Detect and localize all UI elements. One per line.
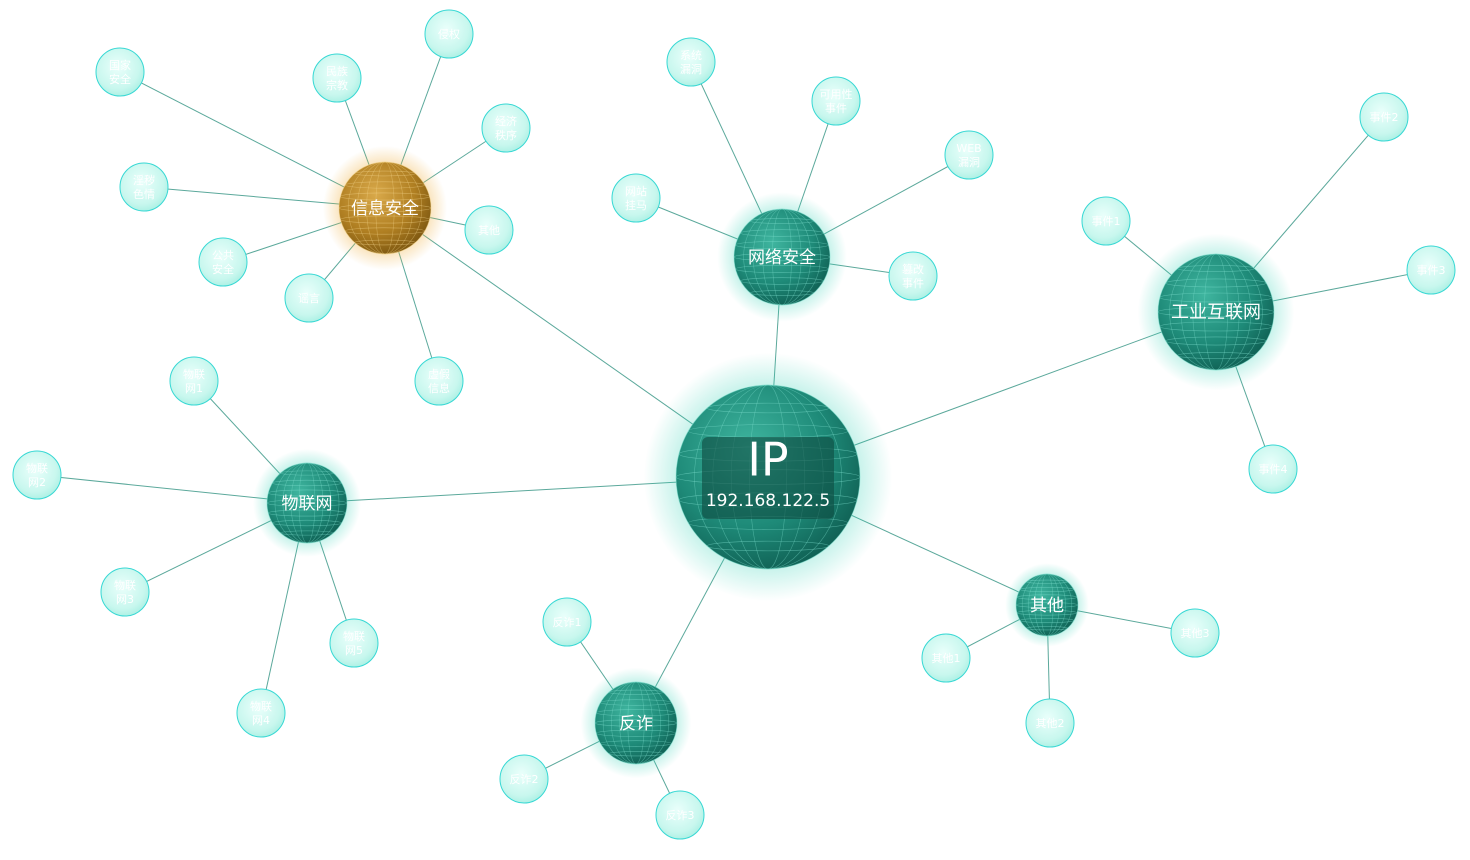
leaf-label: 虚假: [428, 367, 450, 381]
leaf-label: 民族: [326, 64, 348, 78]
leaf-label: 反诈2: [510, 773, 539, 786]
leaf-node-industrial-internet-2[interactable]: 事件2: [1359, 92, 1409, 142]
leaf-label: 物联: [26, 461, 48, 475]
leaf-label: 信息: [428, 381, 450, 395]
leaf-node-fraud-2[interactable]: 反诈2: [499, 754, 549, 804]
leaf-node-info-security-6[interactable]: 其他: [464, 205, 514, 255]
leaf-label: 网3: [116, 593, 134, 606]
leaf-label: 事件3: [1417, 264, 1446, 277]
leaf-label: 宗教: [326, 78, 348, 92]
leaf-label: 网2: [28, 476, 46, 489]
leaf-label: 网1: [185, 382, 203, 395]
leaf-label: 安全: [212, 262, 234, 276]
leaf-label: WEB: [956, 142, 981, 155]
leaf-node-industrial-internet-4[interactable]: 事件4: [1248, 444, 1298, 494]
hub-node-network-security[interactable]: 网络安全: [717, 192, 847, 322]
hub-label: 网络安全: [748, 248, 816, 268]
ip-address: 192.168.122.5: [706, 491, 830, 511]
leaf-node-other-2[interactable]: 其他2: [1025, 698, 1075, 748]
leaf-node-fraud-1[interactable]: 反诈1: [542, 597, 592, 647]
leaf-node-other-1[interactable]: 其他1: [921, 633, 971, 683]
leaf-label: 事件2: [1370, 111, 1399, 124]
leaf-label: 事件4: [1259, 463, 1288, 476]
leaf-label: 国家: [109, 58, 131, 72]
leaf-label: 事件: [825, 102, 847, 115]
hub-label: 反诈: [619, 714, 653, 734]
ip-label-panel: [702, 437, 834, 519]
leaf-label: 物联: [183, 367, 205, 381]
leaf-node-industrial-internet-1[interactable]: 事件1: [1081, 196, 1131, 246]
hub-label: 物联网: [282, 494, 333, 514]
leaf-label: 谣言: [298, 292, 320, 305]
hub-node-industrial-internet[interactable]: 工业互联网: [1137, 233, 1295, 391]
center-label: IP: [747, 433, 788, 487]
leaf-label: 其他: [478, 224, 500, 237]
leaf-node-industrial-internet-3[interactable]: 事件3: [1406, 245, 1456, 295]
leaf-label: 事件1: [1092, 215, 1121, 228]
leaf-label: 色情: [133, 187, 155, 201]
leaf-label: 网5: [345, 644, 363, 657]
leaf-label: 安全: [109, 72, 131, 86]
leaf-label: 网站: [625, 184, 647, 198]
leaf-label: 事件: [902, 277, 924, 290]
leaf-label: 其他1: [932, 652, 961, 665]
hub-node-info-security[interactable]: 信息安全: [322, 145, 448, 271]
leaf-label: 物联: [114, 578, 136, 592]
leaf-label: 漏洞: [958, 156, 980, 169]
leaf-label: 漏洞: [680, 63, 702, 76]
leaf-label: 经济: [495, 114, 517, 128]
leaf-node-fraud-3[interactable]: 反诈3: [655, 790, 705, 840]
leaf-label: 反诈1: [553, 616, 582, 629]
leaf-label: 物联: [343, 629, 365, 643]
leaf-label: 其他3: [1181, 627, 1210, 640]
leaf-label: 可用性: [820, 87, 853, 101]
leaf-label: 系统: [680, 49, 702, 62]
hub-label: 其他: [1030, 596, 1064, 616]
leaf-label: 淫秽: [133, 174, 155, 187]
leaf-label: 侵权: [438, 28, 460, 41]
leaf-node-other-3[interactable]: 其他3: [1170, 608, 1220, 658]
hub-label: 信息安全: [351, 199, 419, 219]
leaf-label: 反诈3: [666, 809, 695, 822]
node-layer: 国家安全民族宗教侵权经济秩序淫秽色情其他公共安全谣言虚假信息系统漏洞可用性事件W…: [12, 9, 1456, 840]
hub-node-iot[interactable]: 物联网: [253, 449, 361, 557]
leaf-label: 其他2: [1036, 717, 1065, 730]
leaf-label: 网4: [252, 714, 270, 727]
hub-node-fraud[interactable]: 反诈: [580, 667, 692, 779]
leaf-node-info-security-8[interactable]: 谣言: [284, 273, 334, 323]
leaf-label: 秩序: [495, 128, 517, 142]
hub-node-other[interactable]: 其他: [1005, 563, 1089, 647]
leaf-label: 篡改: [902, 262, 924, 276]
leaf-label: 公共: [212, 249, 234, 262]
leaf-node-info-security-3[interactable]: 侵权: [424, 9, 474, 59]
leaf-label: 挂马: [625, 198, 647, 212]
leaf-label: 物联: [250, 699, 272, 713]
hub-label: 工业互联网: [1171, 302, 1261, 323]
center-ip-node[interactable]: IP 192.168.122.5: [643, 352, 893, 602]
